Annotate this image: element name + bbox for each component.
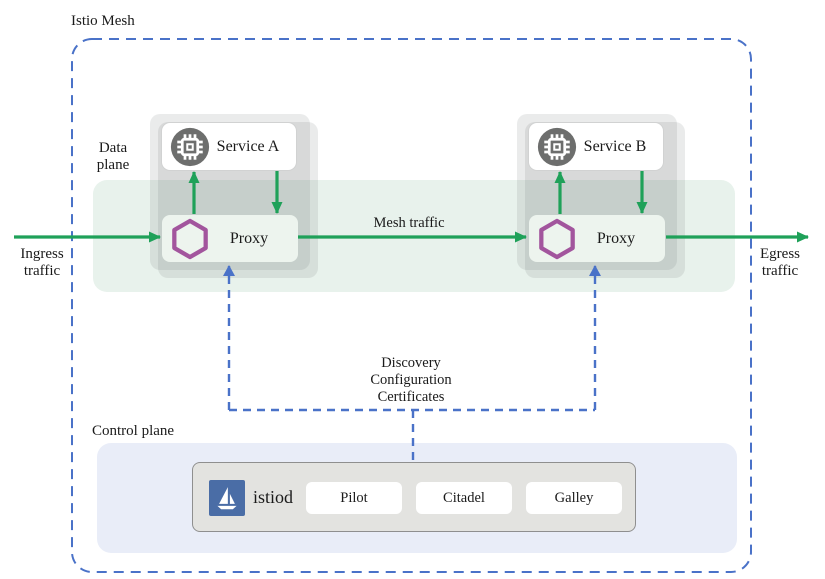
sailboat-icon <box>209 480 245 516</box>
microchip-icon <box>537 125 577 169</box>
galley-box: Galley <box>526 482 622 514</box>
service-a-node: Service A <box>162 123 296 170</box>
service-b-label: Service B <box>583 137 647 155</box>
hexagon-icon <box>537 217 577 261</box>
egress-traffic-label: Egress traffic <box>760 246 800 280</box>
control-channel-line-3: Certificates <box>377 389 445 406</box>
hexagon-icon <box>170 217 210 261</box>
istiod-box: istiod Pilot Citadel Galley <box>192 462 636 532</box>
proxy-a-label: Proxy <box>229 229 269 247</box>
data-plane-label: Data plane <box>96 140 130 174</box>
service-a-label: Service A <box>216 137 280 155</box>
control-channel-line-1: Discovery <box>381 355 441 371</box>
mesh-traffic-label: Mesh traffic <box>373 215 445 231</box>
proxy-a-node: Proxy <box>162 215 298 262</box>
control-plane-label: Control plane <box>92 423 175 439</box>
citadel-box: Citadel <box>416 482 512 514</box>
service-b-node: Service B <box>529 123 663 170</box>
control-channel-line-2: Configuration <box>370 372 452 389</box>
control-channel-label: Discovery Configuration Certificates <box>341 355 481 406</box>
proxy-b-label: Proxy <box>596 229 636 247</box>
ingress-traffic-label: Ingress traffic <box>20 246 64 280</box>
istiod-label: istiod <box>253 486 294 507</box>
pilot-box: Pilot <box>306 482 402 514</box>
microchip-icon <box>170 125 210 169</box>
istio-mesh-title: Istio Mesh <box>71 13 135 29</box>
proxy-b-node: Proxy <box>529 215 665 262</box>
